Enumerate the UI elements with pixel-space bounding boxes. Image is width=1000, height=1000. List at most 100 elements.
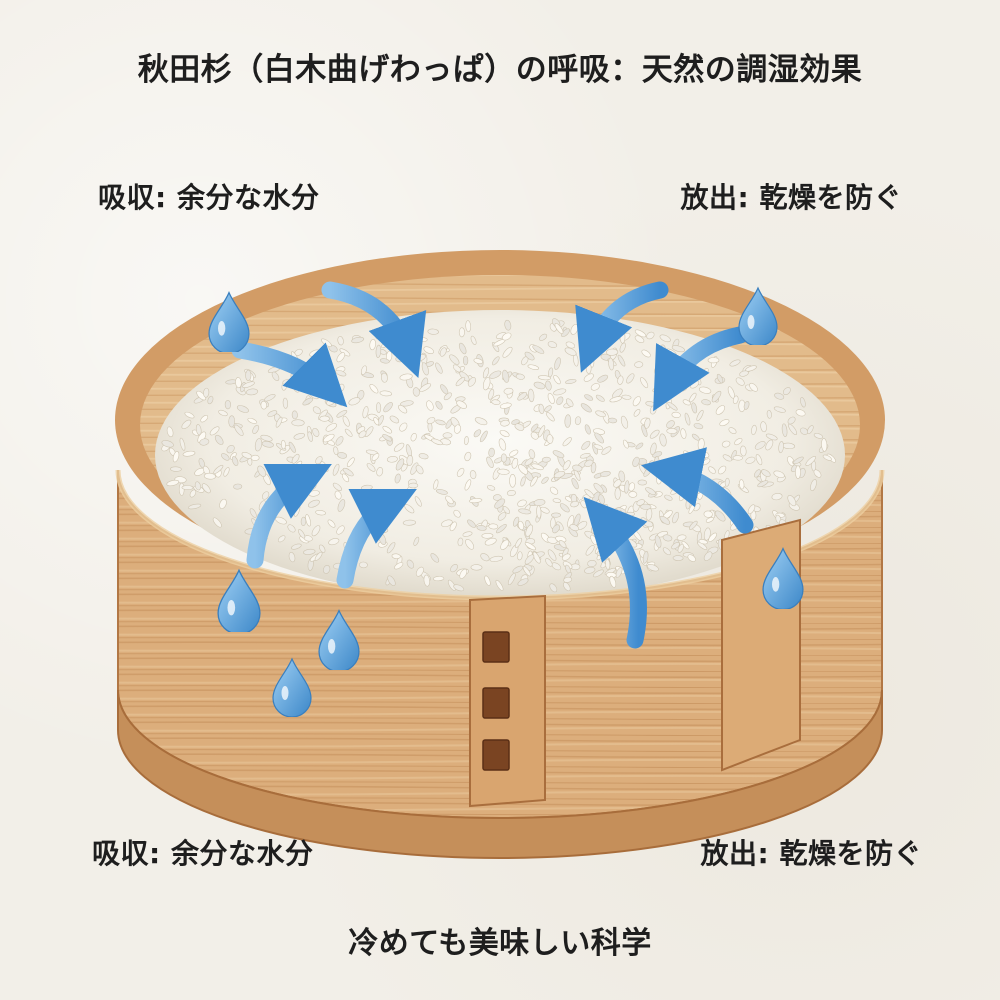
rice-grain (462, 355, 469, 366)
rice-grain (634, 329, 647, 338)
rice-grain (684, 412, 691, 426)
rice-grain (482, 367, 490, 379)
rice-grain (453, 424, 462, 434)
arrow-icon (653, 326, 749, 412)
rice-grain (376, 467, 384, 477)
rice-grain (245, 388, 259, 396)
rice-grain (517, 520, 525, 531)
rice-grain (494, 498, 506, 509)
rice-grain (402, 519, 416, 526)
rice-grain (242, 381, 255, 388)
rice-grain (196, 390, 207, 401)
rice-grain (467, 519, 476, 528)
rice-grain (548, 367, 554, 378)
rice-grain (498, 438, 507, 451)
rice-grain (287, 524, 296, 533)
rice-grain (199, 438, 210, 446)
rice-grain (394, 562, 404, 570)
rice-grain (666, 420, 675, 429)
rice-grain (325, 423, 337, 432)
rice-grain (488, 388, 495, 400)
rice-grain (584, 459, 594, 467)
rice-grain (484, 575, 491, 586)
rice-grain (389, 415, 400, 424)
rice-grain (671, 542, 680, 550)
rice-grain (637, 479, 647, 486)
rice-grain (443, 392, 453, 401)
rice-grain (597, 374, 609, 383)
rice-grain (336, 410, 348, 418)
rice-grain (544, 405, 552, 413)
rice-grain (236, 405, 249, 413)
rice-grain (465, 539, 475, 550)
rice-grain (732, 395, 739, 405)
rice-grain (387, 575, 396, 586)
rice-grain (181, 419, 192, 430)
rice-grain (249, 508, 257, 518)
rice-grain (520, 476, 526, 487)
rice-grain (456, 467, 465, 477)
rice-grain (441, 519, 453, 528)
rice-grain (545, 411, 555, 422)
rice-grain (821, 438, 828, 452)
rice-grain (252, 424, 260, 434)
rice-grain (427, 328, 439, 335)
rice-grain (721, 440, 731, 448)
rice-grain (672, 555, 684, 561)
rice-grain (433, 576, 445, 582)
rice-grain (406, 559, 415, 569)
rice-grain (561, 328, 570, 338)
rice-grain (740, 445, 747, 457)
rice-grain (722, 454, 733, 462)
rice-grain (502, 369, 510, 383)
rice-grain (462, 531, 473, 537)
rice-grain (553, 470, 566, 479)
rice-grain (538, 425, 546, 438)
rice-grain (554, 323, 564, 334)
rice-grain (480, 553, 490, 562)
rice-grain (488, 447, 495, 458)
rice-grain (647, 564, 659, 572)
rice-grain (260, 434, 273, 442)
arrow-icon (231, 341, 348, 408)
rice-grain (549, 583, 558, 593)
rice-grain (458, 342, 467, 355)
rice-grain (533, 381, 546, 390)
rice-grain (479, 430, 488, 443)
rice-grain (739, 370, 749, 377)
rice-grain (418, 337, 428, 343)
rice-grain (486, 485, 496, 491)
rice-grain (484, 537, 497, 546)
rice-grain (563, 576, 573, 583)
rice-grain (593, 444, 604, 450)
rice-grain (261, 441, 274, 448)
rice-grain (182, 450, 196, 457)
rice-grain (556, 396, 564, 405)
rice-grain (584, 394, 594, 401)
rice-grain (203, 472, 216, 480)
rice-grain (729, 359, 741, 367)
rice-grain (491, 399, 501, 405)
rice-grain (170, 466, 182, 472)
rice-grain (735, 377, 745, 386)
rice-grain (810, 479, 817, 492)
rice-grain (359, 561, 368, 569)
rice-grain (806, 425, 814, 435)
rice-grain (486, 456, 494, 468)
rice-grain (628, 491, 638, 498)
rice-grain (765, 439, 774, 451)
rice-grain (524, 458, 534, 466)
rice-grain (584, 424, 591, 435)
rice-grain (473, 429, 482, 438)
rice-grain (334, 490, 342, 500)
rice-grain (442, 432, 453, 439)
label-absorb-bottom: 吸収: 余分な水分 (92, 837, 314, 870)
rice-grain (415, 566, 424, 577)
rice-grain (600, 470, 611, 477)
rice-grain (703, 510, 713, 518)
rice-grain (527, 364, 540, 370)
rice-grain (715, 405, 726, 415)
rice-grain (813, 433, 824, 439)
rice-grain (569, 524, 579, 532)
rice-grain (337, 499, 346, 512)
